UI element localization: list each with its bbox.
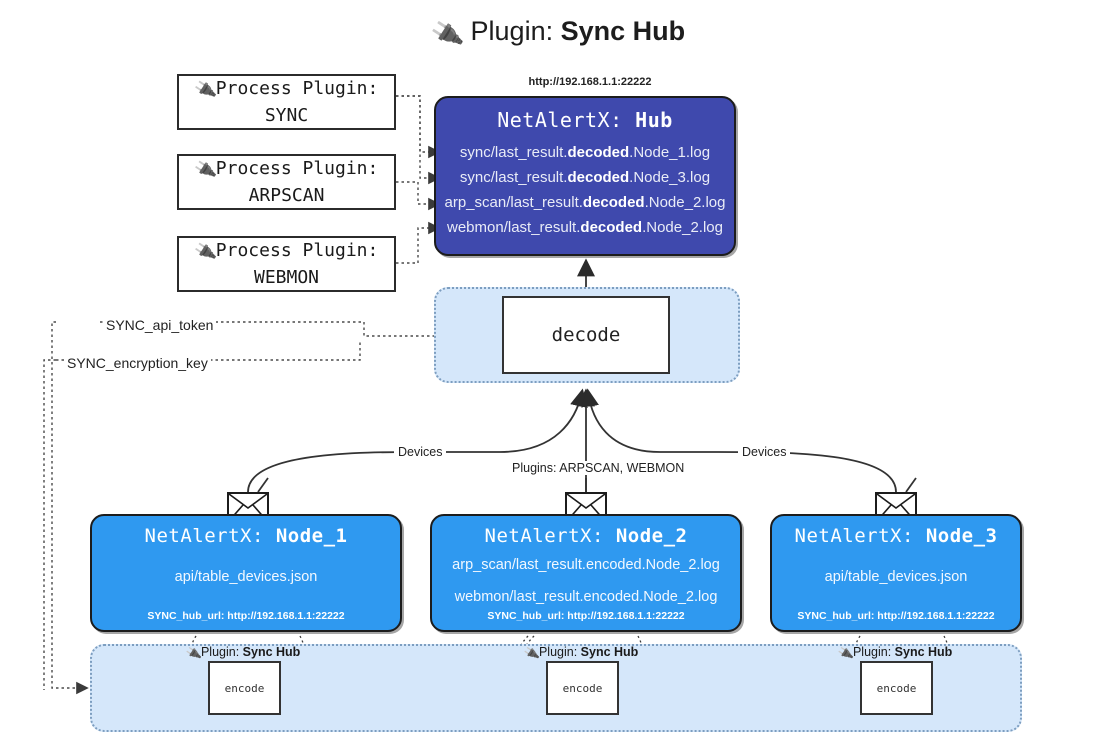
edge-label-devices-right: Devices [738, 445, 791, 459]
encoder-plugin-prefix: Plugin: [200, 645, 243, 659]
node-card-node3[interactable]: NetAlertX: Node_3 api/table_devices.json… [770, 514, 1022, 632]
hub-log-post: .Node_2.log [644, 194, 726, 211]
node-title-prefix: NetAlertX: [144, 525, 276, 547]
node-title-prefix: NetAlertX: [484, 525, 616, 547]
hub-log-post: .Node_3.log [629, 169, 711, 186]
hub-node[interactable]: NetAlertX: Hub sync/last_result.decoded.… [434, 96, 736, 256]
node-resource-row: api/table_devices.json [824, 569, 968, 585]
encode-box-3[interactable]: encode [860, 661, 933, 715]
hub-title-name: Hub [635, 108, 673, 132]
plug-icon: 🔌 [184, 644, 203, 662]
encoder-plugin-name: Sync Hub [242, 645, 301, 659]
plug-icon: 🔌 [522, 644, 541, 662]
hub-log-post: .Node_2.log [642, 219, 723, 236]
encoder-plugin-name: Sync Hub [580, 645, 639, 659]
hub-log-pre: sync/last_result. [459, 144, 568, 161]
node-hub-url: SYNC_hub_url: http://192.168.1.1:22222 [797, 610, 995, 622]
node-resource-row: webmon/last_result.encoded.Node_2.log [454, 589, 718, 605]
hub-title-prefix: NetAlertX: [497, 108, 636, 132]
hub-log-em: decoded [567, 169, 630, 186]
encoder-plugin-name: Sync Hub [894, 645, 953, 659]
hub-log-row: sync/last_result.decoded.Node_1.log [436, 140, 734, 165]
node-title-prefix: NetAlertX: [794, 525, 926, 547]
hub-log-em: decoded [567, 144, 630, 161]
edge-label-plugins: Plugins: ARPSCAN, WEBMON [508, 461, 689, 475]
hub-url-label: http://192.168.1.1:22222 [528, 76, 652, 88]
sync-api-token-label: SYNC_api_token [103, 317, 217, 333]
process-plugin-label: Process Plugin: [215, 157, 379, 179]
hub-log-post: .Node_1.log [629, 144, 711, 161]
node-title: NetAlertX: Node_3 [772, 525, 1020, 547]
process-plugin-webmon[interactable]: 🔌Process Plugin: WEBMON [177, 236, 396, 292]
edge-label-devices-left: Devices [394, 445, 447, 459]
encoder-plugin-label-2: 🔌Plugin: Sync Hub [522, 644, 639, 662]
plug-icon: 🔌 [429, 17, 466, 51]
hub-log-em: decoded [582, 194, 645, 211]
node-resource-row: arp_scan/last_result.encoded.Node_2.log [452, 557, 720, 573]
hub-log-pre: arp_scan/last_result. [444, 194, 583, 211]
process-plugin-name: ARPSCAN [248, 184, 325, 206]
plug-icon: 🔌 [192, 77, 218, 102]
encoder-plugin-label-1: 🔌Plugin: Sync Hub [184, 644, 301, 662]
node-title: NetAlertX: Node_1 [92, 525, 400, 547]
page-title-prefix: Plugin: [470, 16, 561, 46]
node-title: NetAlertX: Node_2 [432, 525, 740, 547]
process-plugin-name: SYNC [264, 104, 309, 126]
encode-box-1[interactable]: encode [208, 661, 281, 715]
hub-log-pre: webmon/last_result. [447, 219, 581, 236]
process-plugin-name: WEBMON [253, 266, 320, 288]
node-card-node1[interactable]: NetAlertX: Node_1 api/table_devices.json… [90, 514, 402, 632]
node-title-name: Node_1 [275, 525, 348, 547]
page-title: 🔌 Plugin: Sync Hub [0, 16, 1117, 51]
hub-log-row: arp_scan/last_result.decoded.Node_2.log [436, 190, 734, 215]
hub-log-pre: sync/last_result. [459, 169, 568, 186]
process-plugin-label: Process Plugin: [215, 239, 379, 261]
encoder-plugin-label-3: 🔌Plugin: Sync Hub [836, 644, 953, 662]
node-title-name: Node_3 [925, 525, 998, 547]
decode-box[interactable]: decode [502, 296, 670, 374]
process-plugin-sync[interactable]: 🔌Process Plugin: SYNC [177, 74, 396, 130]
plug-icon: 🔌 [192, 157, 218, 182]
encoder-plugin-prefix: Plugin: [852, 645, 895, 659]
encoder-plugin-prefix: Plugin: [538, 645, 581, 659]
encode-box-2[interactable]: encode [546, 661, 619, 715]
plug-icon: 🔌 [192, 239, 218, 264]
process-plugin-arpscan[interactable]: 🔌Process Plugin: ARPSCAN [177, 154, 396, 210]
page-title-name: Sync Hub [560, 16, 686, 46]
plug-icon: 🔌 [836, 644, 855, 662]
node-card-node2[interactable]: NetAlertX: Node_2 arp_scan/last_result.e… [430, 514, 742, 632]
process-plugin-label: Process Plugin: [215, 77, 379, 99]
node-title-name: Node_2 [615, 525, 688, 547]
hub-title: NetAlertX: Hub [436, 108, 734, 132]
hub-log-em: decoded [580, 219, 643, 236]
node-resource-row: api/table_devices.json [174, 569, 318, 585]
hub-log-row: sync/last_result.decoded.Node_3.log [436, 165, 734, 190]
sync-encryption-key-label: SYNC_encryption_key [64, 355, 211, 371]
node-hub-url: SYNC_hub_url: http://192.168.1.1:22222 [147, 610, 345, 622]
hub-log-row: webmon/last_result.decoded.Node_2.log [436, 215, 734, 240]
node-hub-url: SYNC_hub_url: http://192.168.1.1:22222 [487, 610, 685, 622]
